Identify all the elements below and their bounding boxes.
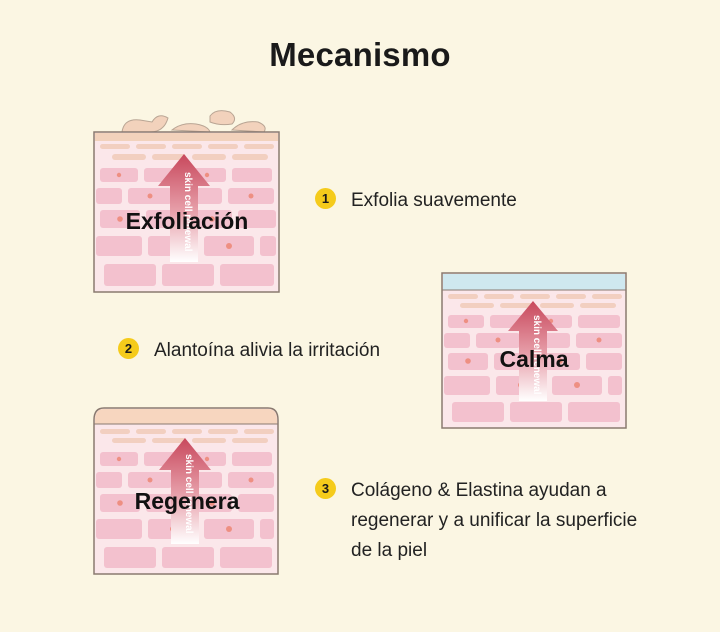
step-2: 2 Alantoína alivia la irritación — [118, 336, 380, 366]
panel-label: Calma — [499, 346, 569, 372]
step-number-badge: 1 — [315, 188, 336, 209]
step-3: 3 Colágeno & Elastina ayudan a regenerar… — [315, 476, 651, 566]
step-1: 1 Exfolia suavemente — [315, 186, 517, 216]
svg-text:skin cell renewal: skin cell renewal — [531, 315, 542, 395]
dead-skin-flakes — [121, 110, 266, 133]
step-number-badge: 3 — [315, 478, 336, 499]
panel-label: Exfoliación — [125, 208, 249, 234]
skin-diagram-regenerate: skin cell renewal Regenera — [92, 404, 282, 576]
svg-text:skin cell renewal: skin cell renewal — [182, 172, 193, 252]
arrow-skin-cell-renewal: skin cell renewal — [159, 438, 211, 544]
skin-diagram-exfoliation: skin cell renewal Exfoliación — [92, 108, 282, 294]
step-text: Alantoína alivia la irritación — [154, 340, 381, 361]
page-title: Mecanismo — [269, 36, 451, 73]
skin-diagram-calm: skin cell renewal Calma — [440, 271, 628, 431]
step-text: Colágeno & Elastina ayudan a regenerar y… — [351, 480, 638, 561]
step-text: Exfolia suavemente — [351, 190, 517, 211]
svg-text:skin cell renewal: skin cell renewal — [183, 454, 194, 534]
panel-label: Regenera — [134, 488, 240, 514]
step-number-badge: 2 — [118, 338, 139, 359]
arrow-skin-cell-renewal: skin cell renewal — [158, 154, 210, 262]
arrow-skin-cell-renewal: skin cell renewal — [508, 301, 558, 401]
